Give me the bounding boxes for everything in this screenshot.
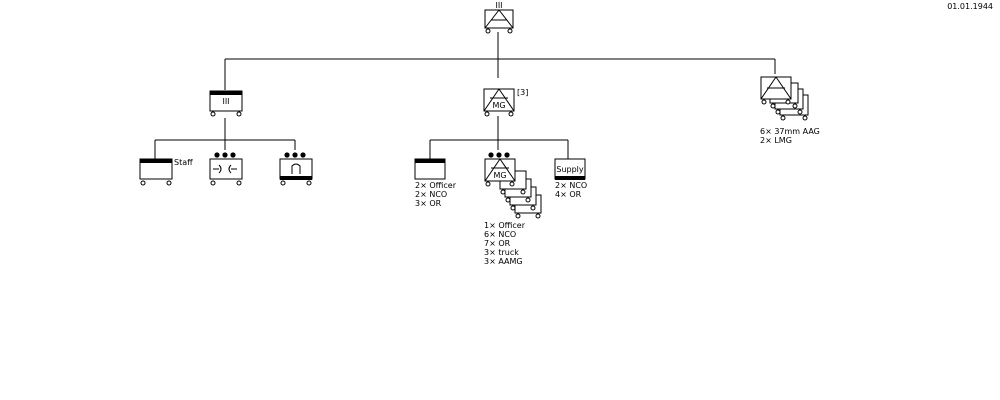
mg-company-strength-3: 7× OR [484,239,511,248]
mg-company-stack [484,152,542,219]
aa-battalion-stack [760,76,809,121]
date-label: 01.01.1944 [947,2,993,11]
mg-hq-strength-3: 3× OR [415,199,442,208]
regiment-hq-symbol [484,9,514,34]
mg-battalion-symbol [483,88,515,117]
mg-battalion-count: [3] [517,88,528,97]
supply-strength-1: 2× NCO [555,181,587,190]
mg-company-strength-1: 1× Officer [484,221,526,230]
staff-battalion-symbol [209,90,243,117]
maintenance-company-symbol [209,152,243,186]
mg-company-strength-4: 3× truck [484,248,519,257]
mg-company-strength-2: 6× NCO [484,230,516,239]
mg-company-strength-5: 3× AAMG [484,257,523,266]
mg-hq-company-symbol [414,158,446,180]
mg-company-label: MG [493,171,506,180]
mg-battalion-label: MG [492,101,505,110]
regiment-size-marker: III [495,1,502,10]
signal-company-symbol [279,152,313,186]
mg-hq-strength-2: 2× NCO [415,190,447,199]
aa-strength-1: 6× 37mm AAG [760,127,820,136]
supply-label: Supply [556,165,584,174]
staff-label: Staff [174,158,193,167]
supply-company-symbol [554,158,586,180]
staff-battalion-marker: III [222,97,229,106]
staff-company-symbol [139,158,173,186]
aa-strength-2: 2× LMG [760,136,792,145]
connector-lines [154,32,776,159]
supply-strength-2: 4× OR [555,190,582,199]
mg-hq-strength-1: 2× Officer [415,181,457,190]
